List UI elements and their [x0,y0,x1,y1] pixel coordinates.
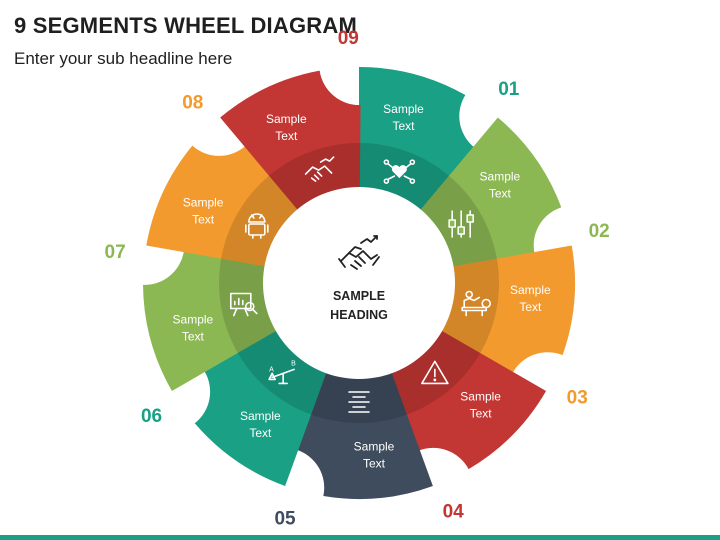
svg-text:B: B [291,360,296,367]
bottom-accent-bar [0,535,720,540]
segment-text-line1-04: Sample [460,390,501,404]
align-center-icon [348,391,370,413]
center-circle [263,187,455,379]
sliders-icon [448,210,474,238]
icons-layer: AB [229,156,492,413]
center-heading-line1: SAMPLE [333,289,385,303]
segment-text-line2-04: Text [470,407,493,421]
center-heading-line2: HEADING [330,308,388,322]
segment-number-05: 05 [274,509,296,530]
person-desk-icon [461,290,492,317]
segment-text-line2-03: Text [519,300,542,314]
heart-network-icon [383,159,416,184]
segment-number-02: 02 [589,221,610,242]
page-title: 9 SEGMENTS WHEEL DIAGRAM [14,13,357,38]
warning-icon [421,360,449,385]
handshake-growth-icon [338,235,380,270]
segment-text-line2-01: Text [393,119,416,133]
balance-scale-icon: AB [268,360,296,385]
handshake-icon [304,156,335,182]
segment-number-04: 04 [443,501,465,522]
segment-number-09: 09 [338,28,359,49]
page-subtitle: Enter your sub headline here [14,49,233,68]
segment-number-03: 03 [567,388,588,409]
segment-text-line2-07: Text [182,330,205,344]
segment-05 [296,283,433,500]
segment-text-line2-09: Text [275,129,298,143]
segment-text-line1-03: Sample [510,283,551,297]
segment-text-line1-06: Sample [240,409,281,423]
segment-text-line1-01: Sample [383,102,424,116]
presentation-board-icon [229,292,258,317]
segment-text-line1-05: Sample [354,439,395,453]
labels-layer: 01SampleText02SampleText03SampleText04Sa… [105,28,610,529]
segment-text-line1-07: Sample [173,313,214,327]
segment-number-07: 07 [105,242,126,263]
segment-text-line1-09: Sample [266,112,307,126]
svg-text:A: A [269,366,274,373]
segment-text-line1-08: Sample [183,195,224,209]
segment-text-line2-06: Text [249,426,272,440]
segment-text-line2-02: Text [489,186,512,200]
segment-text-line1-02: Sample [480,169,521,183]
segment-number-06: 06 [141,406,162,427]
segment-text-line2-05: Text [363,456,386,470]
segment-number-08: 08 [182,93,203,114]
segment-text-line2-08: Text [192,212,215,226]
segment-number-01: 01 [498,79,520,100]
android-icon [245,213,269,239]
